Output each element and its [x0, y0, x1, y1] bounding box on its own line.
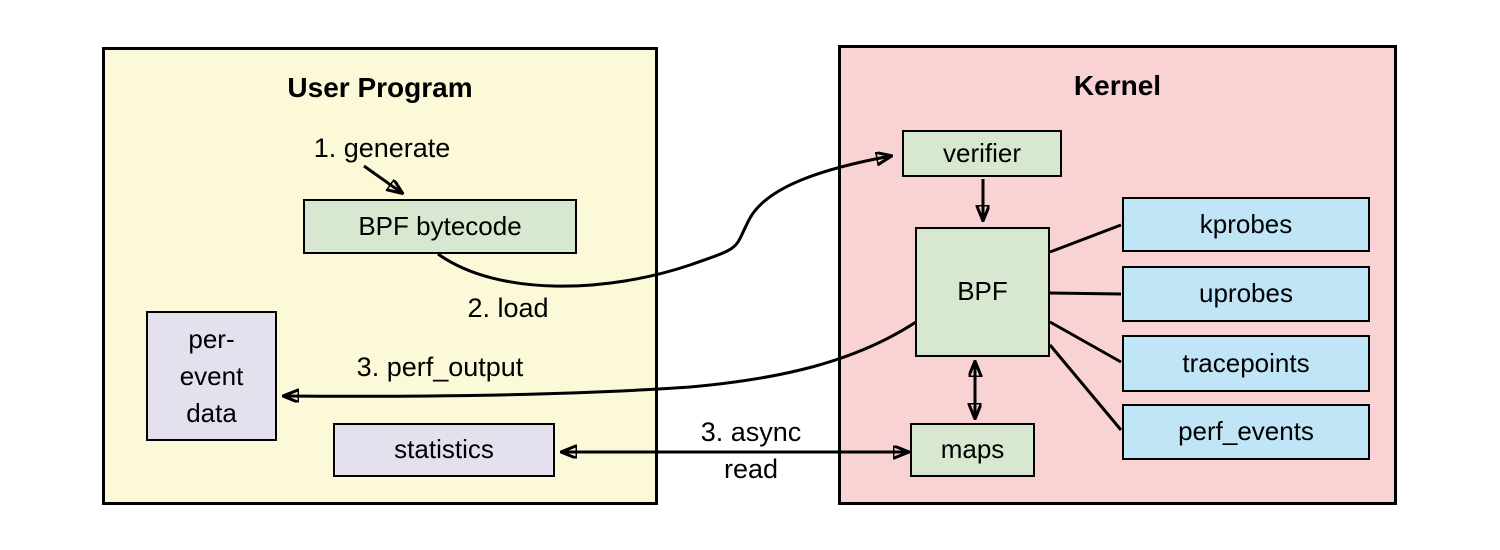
- maps-node: maps: [910, 423, 1035, 477]
- perf-output-label: 3. perf_output: [356, 352, 524, 382]
- bpf-node: BPF: [915, 227, 1050, 357]
- load-label: 2. load: [467, 293, 549, 323]
- statistics-node: statistics: [333, 423, 555, 477]
- uprobes-node: uprobes: [1122, 266, 1370, 322]
- per-event-data-node: per- event data: [146, 311, 277, 441]
- kprobes-node: kprobes: [1122, 197, 1370, 252]
- async-read-label: 3. async read: [700, 417, 802, 484]
- tracepoints-node: tracepoints: [1122, 335, 1370, 392]
- generate-label: 1. generate: [313, 133, 451, 163]
- user-program-title: User Program: [287, 72, 473, 103]
- verifier-node: verifier: [902, 130, 1062, 177]
- bpf-bytecode-node: BPF bytecode: [303, 199, 577, 254]
- kernel-title: Kernel: [1073, 70, 1162, 101]
- perf-events-node: perf_events: [1122, 404, 1370, 460]
